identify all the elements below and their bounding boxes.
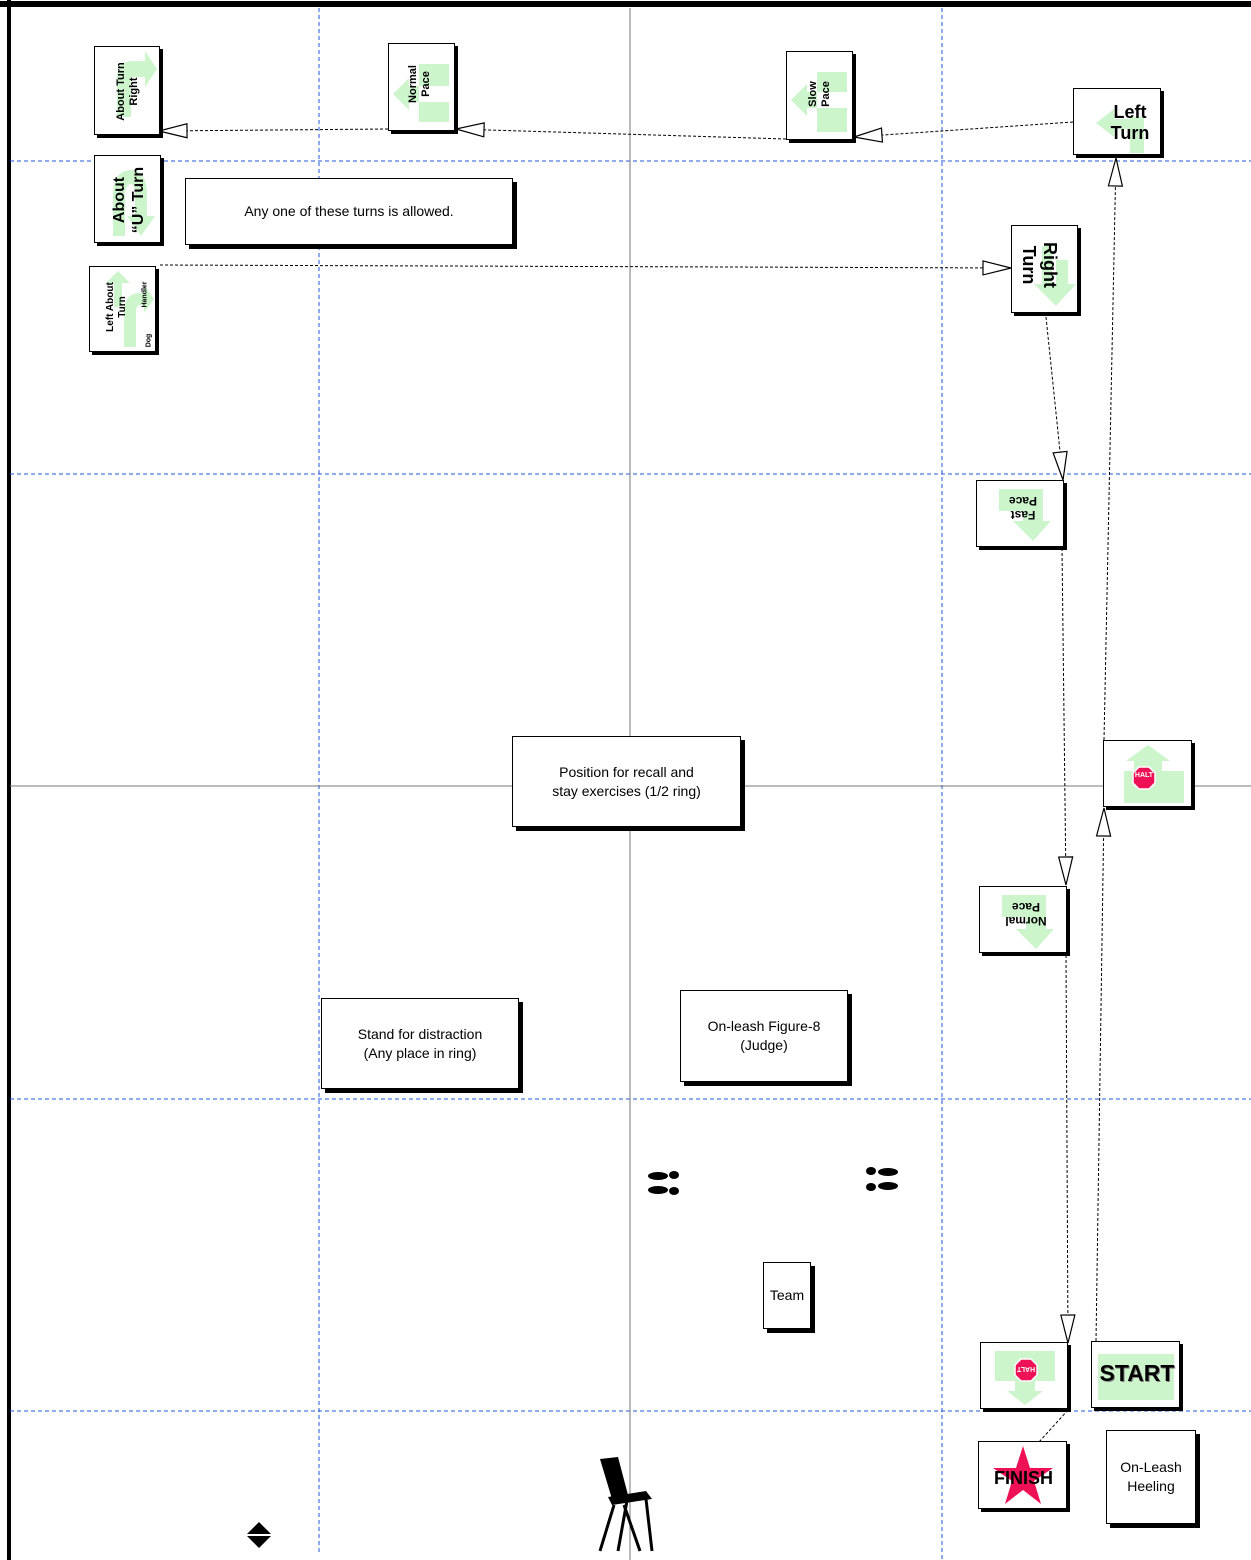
- left-arrow-icon: [791, 72, 847, 132]
- slow-pace-line1: Slow: [807, 81, 819, 107]
- sign-about-turn-right: About Turn Right: [94, 46, 160, 135]
- class-label-box: On-Leash Heeling: [1106, 1430, 1196, 1524]
- sign-normal-pace-top: Normal Pace: [388, 43, 455, 131]
- left-about-turn-arrow-icon: [106, 271, 154, 347]
- stand-note-line2: (Any place in ring): [363, 1044, 477, 1061]
- recall-note-line2: stay exercises (1/2 ring): [552, 782, 701, 799]
- sign-start: START: [1091, 1341, 1180, 1408]
- halt-bottom-label: HALT: [1016, 1365, 1036, 1372]
- left-turn-arrow-icon: [1096, 109, 1144, 153]
- right-turn-line1: Right: [1040, 242, 1060, 288]
- stand-distraction-note: Stand for distraction (Any place in ring…: [321, 998, 519, 1089]
- about-turn-right-line2: Right: [127, 77, 140, 106]
- fast-pace-line2: Pace: [1008, 494, 1038, 508]
- about-u-turn-line2: “U” Turn: [130, 166, 147, 234]
- footprints-icon: [866, 1167, 898, 1191]
- down-arrow-icon: [999, 489, 1051, 541]
- halt-stop-icon: [995, 1351, 1055, 1405]
- left-about-turn-line2: Turn: [117, 296, 128, 318]
- left-about-handler-label: Handler: [141, 281, 149, 308]
- sign-halt-right: HALT: [1103, 740, 1192, 807]
- right-turn-arrow-icon: [1034, 246, 1076, 306]
- grid-lines: [10, 8, 1251, 1560]
- finish-label: FINISH: [993, 1468, 1053, 1488]
- sign-normal-pace-lower: Normal Pace: [979, 886, 1067, 953]
- class-label-line2: Heeling: [1127, 1478, 1175, 1494]
- recall-note-line1: Position for recall and: [559, 763, 694, 780]
- class-label-line1: On-Leash: [1120, 1459, 1182, 1475]
- sign-left-turn: Left Turn: [1073, 88, 1161, 155]
- sign-about-u-turn: About “U” Turn: [94, 155, 161, 243]
- halt-right-label: HALT: [1134, 772, 1154, 779]
- normal-pace-lower-line2: Pace: [1011, 900, 1041, 914]
- u-turn-arrow-icon: [113, 170, 155, 236]
- curved-arrow-icon: [117, 51, 157, 117]
- left-arrow-icon: [393, 64, 449, 122]
- footprints-icon: [648, 1171, 679, 1195]
- left-about-dog-label: Dog: [145, 333, 153, 348]
- slow-pace-line2: Pace: [820, 81, 832, 107]
- fast-pace-line1: Fast: [1010, 508, 1036, 522]
- start-arrow-fill: [1098, 1354, 1174, 1400]
- left-about-turn-line1: Left About: [105, 282, 116, 332]
- figure8-note-line1: On-leash Figure-8: [707, 1018, 821, 1034]
- halt-stop-icon: [1124, 745, 1184, 803]
- left-turn-line1: Left: [1113, 101, 1147, 122]
- sign-right-turn: Right Turn: [1011, 225, 1078, 313]
- team-label: Team: [769, 1287, 805, 1303]
- normal-pace-lower-line1: Normal: [1005, 914, 1047, 928]
- right-turn-line2: Turn: [1019, 245, 1039, 285]
- normal-pace-top-line1: Normal: [407, 65, 419, 103]
- team-marker: Team: [763, 1262, 811, 1329]
- up-down-arrow-icon: [247, 1522, 271, 1548]
- recall-position-note: Position for recall and stay exercises (…: [512, 736, 741, 827]
- sign-slow-pace: Slow Pace: [786, 51, 853, 140]
- about-u-turn-line1: About: [111, 176, 128, 224]
- chair-icon: [598, 1457, 654, 1552]
- sign-left-about-turn: Left About Turn Handler Dog: [89, 266, 156, 352]
- normal-pace-top-line2: Pace: [420, 71, 432, 97]
- stand-note-line1: Stand for distraction: [357, 1025, 483, 1042]
- down-arrow-icon: [1002, 895, 1054, 949]
- figure8-note: On-leash Figure-8 (Judge): [680, 990, 848, 1082]
- start-label: START: [1099, 1360, 1175, 1386]
- about-turn-right-line1: About Turn: [114, 62, 127, 121]
- sign-halt-bottom: HALT: [980, 1342, 1068, 1409]
- left-turn-line2: Turn: [1110, 122, 1150, 143]
- turns-allowed-note: Any one of these turns is allowed.: [185, 178, 513, 245]
- course-path: [158, 121, 1124, 1443]
- turns-allowed-text: Any one of these turns is allowed.: [244, 203, 454, 219]
- figure8-note-line2: (Judge): [740, 1037, 788, 1053]
- sign-finish: FINISH: [978, 1441, 1067, 1509]
- star-icon: [993, 1446, 1053, 1504]
- sign-fast-pace: Fast Pace: [976, 480, 1064, 547]
